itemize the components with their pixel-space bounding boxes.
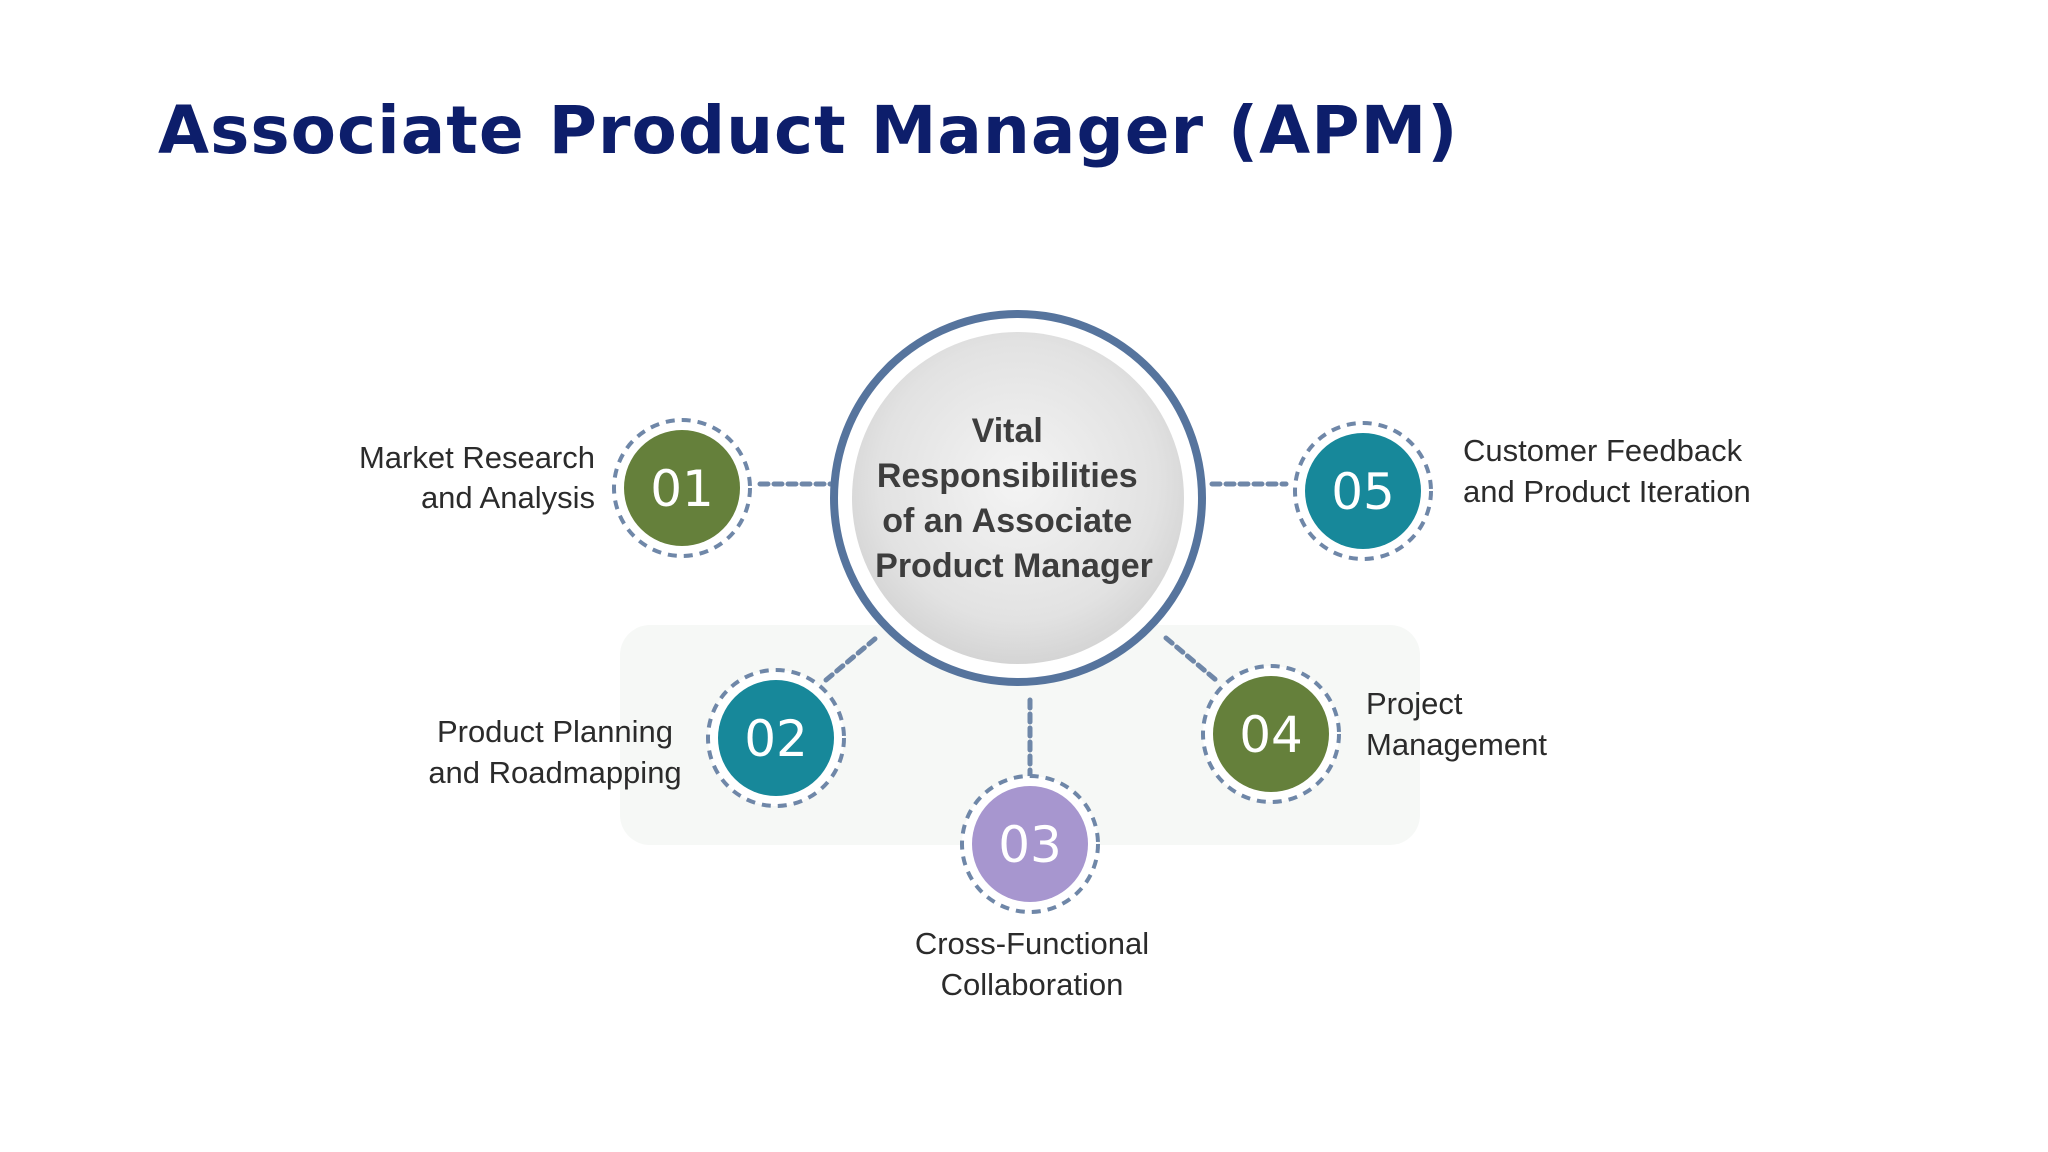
nodes: 01 Market Research and Analysis 02 Product P… xyxy=(359,418,1751,1002)
node-01: 01 Market Research and Analysis xyxy=(359,418,752,558)
connector-04 xyxy=(1163,635,1219,683)
node-label-line: Product Planning xyxy=(437,714,673,749)
slide-title: Associate Product Manager (APM) xyxy=(158,92,1459,169)
center-line-2: Responsibilities xyxy=(877,457,1138,495)
node-label: Customer Feedback and Product Iteration xyxy=(1463,433,1751,509)
center-line-1: Vital xyxy=(972,412,1043,450)
node-number: 02 xyxy=(744,710,808,768)
center-inner-disc xyxy=(852,332,1184,664)
center-line-4: Product Manager xyxy=(875,547,1153,585)
node-disc xyxy=(972,786,1088,902)
node-label: Market Research and Analysis xyxy=(359,440,595,515)
node-label: Product Planning and Roadmapping xyxy=(428,714,681,790)
node-05: 05 Customer Feedback and Product Iteration xyxy=(1293,421,1751,561)
node-label-line: and Analysis xyxy=(421,480,595,515)
node-label-line: and Roadmapping xyxy=(428,755,681,790)
connector-02 xyxy=(823,635,879,683)
node-label-line: Collaboration xyxy=(941,967,1124,1002)
node-02: 02 Product Planning and Roadmapping xyxy=(428,668,846,808)
node-label-line: Market Research xyxy=(359,440,595,475)
node-label-line: Project xyxy=(1366,686,1463,721)
connectors xyxy=(757,481,1289,781)
node-label-line: Cross-Functional xyxy=(915,926,1149,961)
node-label-line: Management xyxy=(1366,727,1547,762)
node-label-line: and Product Iteration xyxy=(1463,474,1751,509)
node-disc xyxy=(624,430,740,546)
backdrop-band xyxy=(620,625,1420,845)
center-line-3: of an Associate xyxy=(882,502,1132,540)
node-label-line: Customer Feedback xyxy=(1463,433,1743,468)
node-number: 03 xyxy=(998,816,1062,874)
center-hub: Vital Responsibilities of an Associate P… xyxy=(830,310,1206,686)
node-number: 05 xyxy=(1331,463,1395,521)
node-disc xyxy=(718,680,834,796)
node-disc xyxy=(1213,676,1329,792)
node-number: 04 xyxy=(1239,706,1303,764)
center-text: Vital Responsibilities of an Associate P… xyxy=(875,412,1153,585)
node-disc xyxy=(1305,433,1421,549)
node-number: 01 xyxy=(650,460,714,518)
